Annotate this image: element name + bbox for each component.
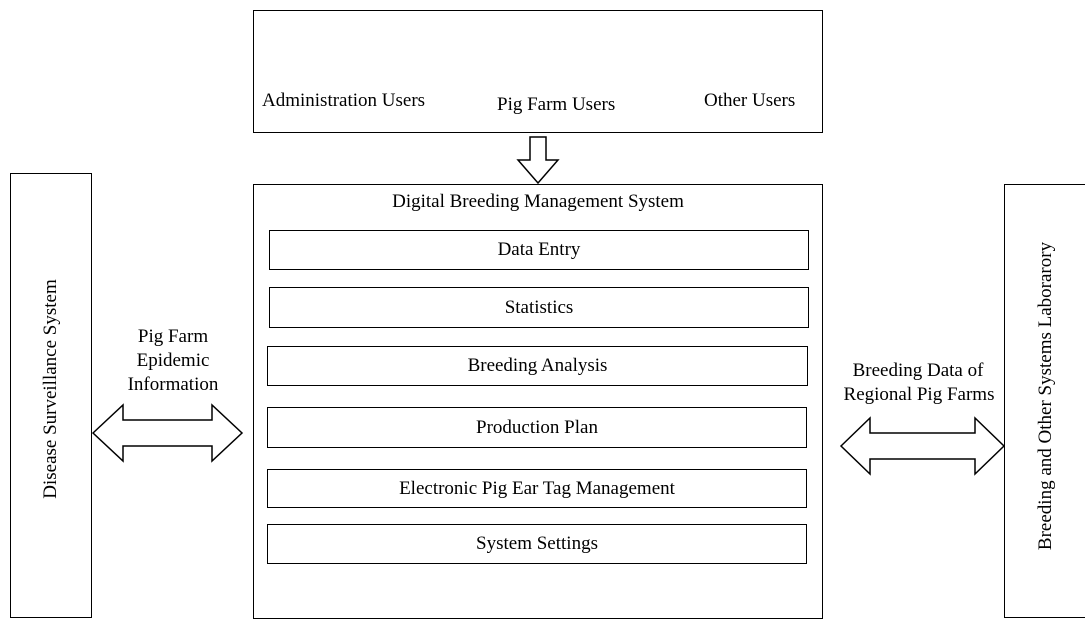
administration-users-label: Administration Users (262, 90, 426, 111)
breeding-laboratory-label: Breeding and Other Systems Laborarory (1035, 241, 1056, 551)
right-double-arrow-icon (839, 416, 1006, 476)
users-box (253, 10, 823, 133)
module-breeding-analysis: Breeding Analysis (267, 346, 808, 386)
pig-farm-users-label: Pig Farm Users (497, 94, 616, 115)
module-system-settings: System Settings (267, 524, 807, 564)
left-double-arrow-icon (91, 403, 244, 463)
left-arrow-label-line-3: Information (127, 374, 219, 395)
module-statistics: Statistics (269, 287, 809, 328)
right-arrow-label-line-1: Breeding Data of (852, 360, 984, 381)
disease-surveillance-box (10, 173, 92, 618)
left-arrow-label-line-2: Epidemic (136, 350, 210, 371)
other-users-label: Other Users (704, 90, 796, 111)
right-arrow-label-line-2: Regional Pig Farms (843, 384, 995, 405)
module-production-plan: Production Plan (267, 407, 807, 448)
module-ear-tag-management: Electronic Pig Ear Tag Management (267, 469, 807, 508)
system-title: Digital Breeding Management System (392, 191, 684, 212)
disease-surveillance-label: Disease Surveillance System (40, 279, 61, 499)
breeding-laboratory-box (1004, 184, 1085, 618)
down-arrow-icon (516, 136, 560, 185)
left-arrow-label-line-1: Pig Farm (137, 326, 209, 347)
module-data-entry: Data Entry (269, 230, 809, 270)
